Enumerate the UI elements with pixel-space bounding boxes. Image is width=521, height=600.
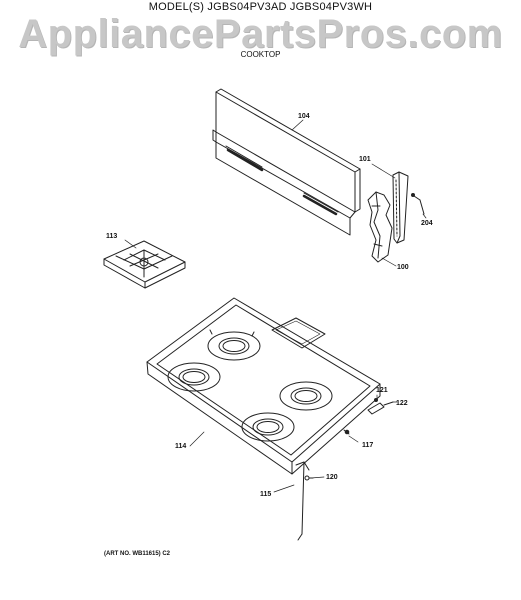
backguard-panel	[212, 88, 361, 236]
part-label-121: 121	[376, 387, 388, 394]
part-label-100: 100	[397, 264, 409, 271]
burner-grate	[103, 240, 186, 289]
model-title: MODEL(S) JGBS04PV3AD JGBS04PV3WH	[148, 1, 373, 13]
part-label-120: 120	[326, 474, 338, 481]
part-label-114: 114	[175, 443, 186, 450]
side-trim	[392, 171, 409, 244]
part-label-204: 204	[421, 220, 433, 227]
header: MODEL(S) JGBS04PV3AD JGBS04PV3WH Applian…	[0, 0, 521, 70]
screw-204	[411, 193, 425, 215]
part-label-122: 122	[396, 400, 408, 407]
art-number: (ART NO. WB11615) C2	[104, 551, 171, 557]
part-label-113: 113	[106, 233, 117, 240]
part-label-101: 101	[359, 156, 371, 163]
rod-115	[295, 461, 314, 541]
hardware-121-122	[367, 398, 394, 415]
watermark: AppliancePartsPros.com	[18, 12, 503, 56]
clip-117	[343, 429, 350, 435]
part-label-117: 117	[362, 442, 373, 449]
part-label-104: 104	[298, 113, 310, 120]
part-label-115: 115	[260, 491, 271, 498]
section-title: COOKTOP	[240, 50, 281, 59]
side-bracket	[367, 191, 393, 263]
cooktop	[146, 297, 381, 475]
